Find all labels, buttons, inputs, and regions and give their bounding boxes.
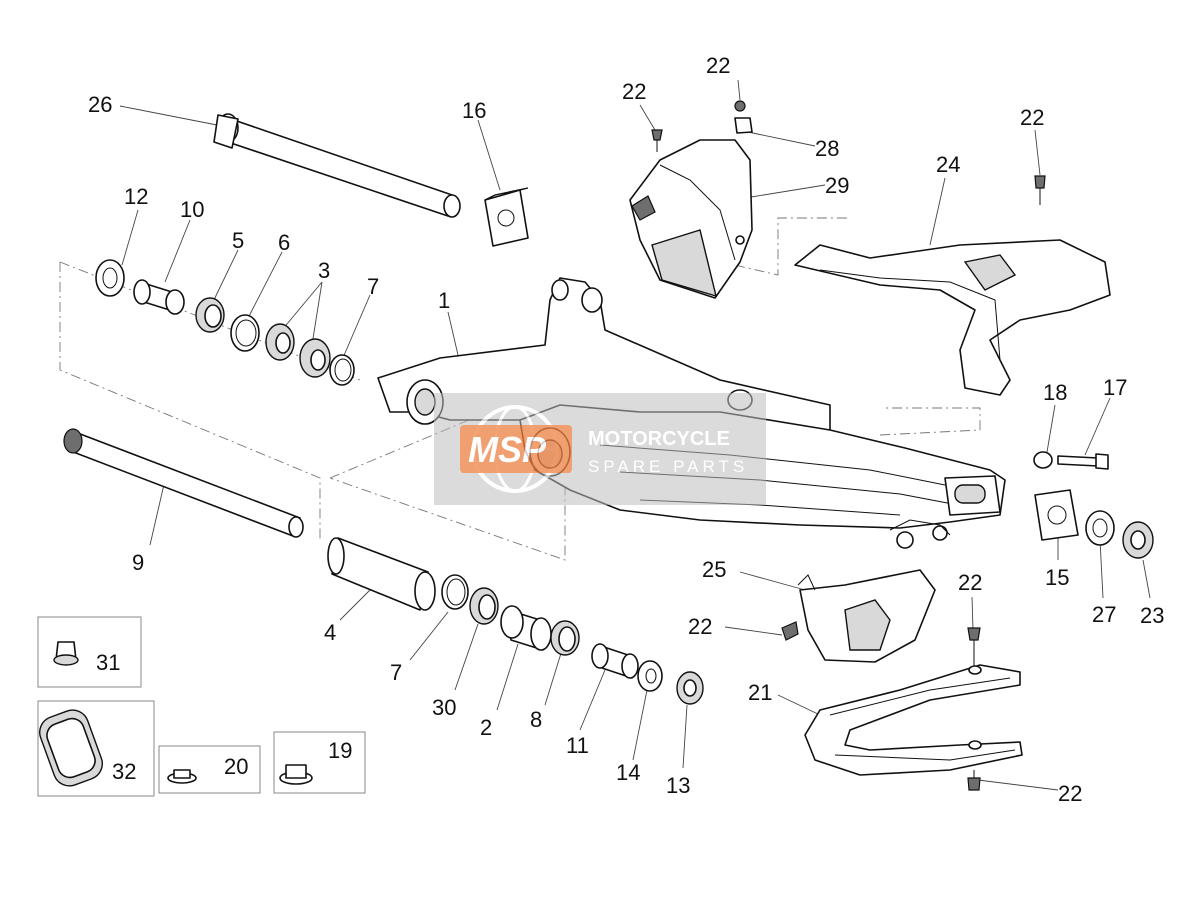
callout-2: 2 xyxy=(480,715,492,740)
inset-box-31 xyxy=(37,616,142,688)
watermark: MSP MOTORCYCLE SPARE PARTS xyxy=(434,393,766,505)
callout-22-slider-bottom: 22 xyxy=(1058,781,1082,806)
part-24-chain-guard xyxy=(794,175,1111,396)
callout-22-hugger-left: 22 xyxy=(622,79,646,104)
right-side-hardware xyxy=(1033,451,1154,559)
callout-18: 18 xyxy=(1043,380,1067,405)
callout-31: 31 xyxy=(96,650,120,675)
callout-7-upper: 7 xyxy=(367,274,379,299)
watermark-line1: MOTORCYCLE xyxy=(588,428,730,450)
callout-28: 28 xyxy=(815,136,839,161)
callout-27: 27 xyxy=(1092,602,1116,627)
callout-22-guard: 22 xyxy=(1020,105,1044,130)
callout-5: 5 xyxy=(232,228,244,253)
callout-24: 24 xyxy=(936,152,960,177)
callout-22-hugger-top: 22 xyxy=(706,53,730,78)
watermark-logo: MSP xyxy=(468,429,547,470)
callout-labels: 26 16 12 10 5 6 3 7 1 9 4 7 30 2 8 11 14… xyxy=(88,53,1164,806)
callout-10: 10 xyxy=(180,197,204,222)
callout-20: 20 xyxy=(224,754,248,779)
callout-8: 8 xyxy=(530,707,542,732)
part-25-slider-cover xyxy=(781,569,981,668)
callout-22-cover: 22 xyxy=(688,614,712,639)
callout-9: 9 xyxy=(132,550,144,575)
callout-23: 23 xyxy=(1140,603,1164,628)
inset-box-32 xyxy=(37,700,155,797)
callout-22-cover-upper: 22 xyxy=(958,570,982,595)
callout-3: 3 xyxy=(318,258,330,283)
callout-26: 26 xyxy=(88,92,112,117)
inset-box-20 xyxy=(158,745,261,794)
part-29-rear-hugger xyxy=(629,100,753,299)
callout-12: 12 xyxy=(124,184,148,209)
callout-21: 21 xyxy=(748,680,772,705)
part-16-adjuster-block xyxy=(484,187,529,247)
callout-11: 11 xyxy=(566,733,589,758)
callout-13: 13 xyxy=(666,773,690,798)
callout-29: 29 xyxy=(825,173,849,198)
left-bearing-stack xyxy=(95,259,355,386)
callout-25: 25 xyxy=(702,557,726,582)
callout-16: 16 xyxy=(462,98,486,123)
callout-6: 6 xyxy=(278,230,290,255)
callout-32: 32 xyxy=(112,759,136,784)
callout-19: 19 xyxy=(328,738,352,763)
inset-box-19 xyxy=(273,731,366,794)
lower-bearing-stack xyxy=(327,537,704,705)
part-9-pivot-axle xyxy=(63,428,304,538)
callout-7-lower: 7 xyxy=(390,660,402,685)
part-21-chain-slider xyxy=(804,664,1023,791)
watermark-line2: SPARE PARTS xyxy=(588,457,748,476)
callout-4: 4 xyxy=(324,620,336,645)
callout-1: 1 xyxy=(438,288,450,313)
callout-17: 17 xyxy=(1103,375,1127,400)
part-26-axle-upper xyxy=(213,113,461,218)
callout-15: 15 xyxy=(1045,565,1069,590)
callout-14: 14 xyxy=(616,760,640,785)
callout-30: 30 xyxy=(432,695,456,720)
